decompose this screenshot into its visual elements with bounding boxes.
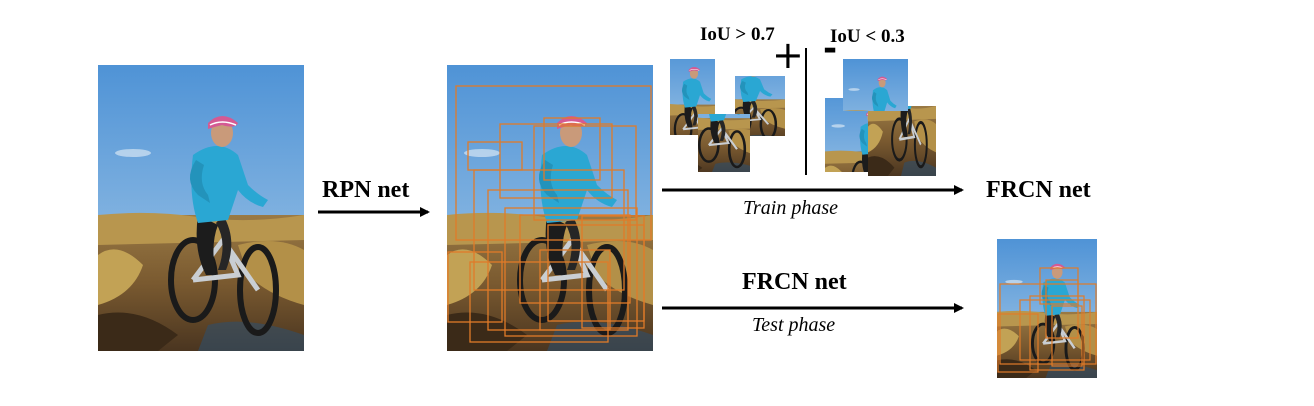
input-image [98, 65, 304, 351]
rpn-net-label: RPN net [322, 177, 410, 203]
frcn-net-train-label: FRCN net [986, 177, 1091, 203]
positive-sample-crop-3 [698, 114, 750, 172]
negative-sample-crop-1-top [843, 59, 908, 111]
plus-sign: + [772, 33, 804, 77]
proposals-image [447, 65, 653, 351]
iou-positive-label: IoU > 0.7 [700, 24, 775, 45]
minus-sign: - [823, 29, 838, 69]
iou-negative-label: IoU < 0.3 [830, 26, 905, 47]
test-phase-label: Test phase [752, 314, 836, 336]
test-output-image [997, 239, 1097, 378]
frcn-net-test-label: FRCN net [742, 269, 847, 295]
train-phase-label: Train phase [743, 197, 839, 219]
negative-sample-crop-3 [868, 106, 936, 176]
